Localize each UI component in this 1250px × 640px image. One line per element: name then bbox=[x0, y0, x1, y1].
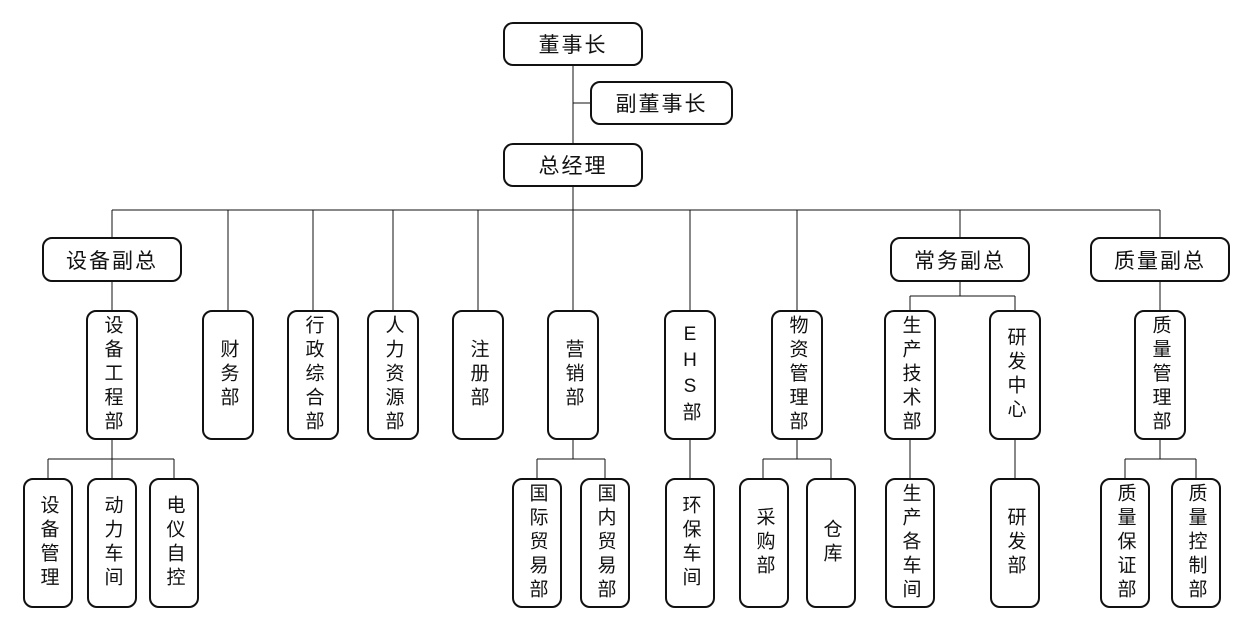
node-production-technology-dept: 生产技术部 bbox=[884, 310, 936, 440]
node-chairman: 董事长 bbox=[503, 22, 643, 66]
node-quality-management-dept: 质量管理部 bbox=[1134, 310, 1186, 440]
node-quality-control-dept: 质量控制部 bbox=[1171, 478, 1221, 608]
node-general-manager: 总经理 bbox=[503, 143, 643, 187]
node-finance-dept: 财务部 bbox=[202, 310, 254, 440]
node-procurement-dept: 采购部 bbox=[739, 478, 789, 608]
node-ehs-dept: EHS部 bbox=[664, 310, 716, 440]
node-human-resources-dept: 人力资源部 bbox=[367, 310, 419, 440]
node-equipment-management: 设备管理 bbox=[23, 478, 73, 608]
node-materials-management-dept: 物资管理部 bbox=[771, 310, 823, 440]
node-admin-comprehensive-dept: 行政综合部 bbox=[287, 310, 339, 440]
node-rd-dept: 研发部 bbox=[990, 478, 1040, 608]
node-executive-vp: 常务副总 bbox=[890, 237, 1030, 282]
node-environmental-workshop: 环保车间 bbox=[665, 478, 715, 608]
node-equipment-engineering: 设备工程部 bbox=[86, 310, 138, 440]
node-rd-center: 研发中心 bbox=[989, 310, 1041, 440]
node-electrical-instrument-auto: 电仪自控 bbox=[149, 478, 199, 608]
node-marketing-dept: 营销部 bbox=[547, 310, 599, 440]
node-equipment-vp: 设备副总 bbox=[42, 237, 182, 282]
node-domestic-trade-dept: 国内贸易部 bbox=[580, 478, 630, 608]
node-production-workshops: 生产各车间 bbox=[885, 478, 935, 608]
node-warehouse: 仓库 bbox=[806, 478, 856, 608]
node-power-workshop: 动力车间 bbox=[87, 478, 137, 608]
node-vice-chairman: 副董事长 bbox=[590, 81, 733, 125]
node-quality-assurance-dept: 质量保证部 bbox=[1100, 478, 1150, 608]
node-registration-dept: 注册部 bbox=[452, 310, 504, 440]
node-international-trade-dept: 国际贸易部 bbox=[512, 478, 562, 608]
node-quality-vp: 质量副总 bbox=[1090, 237, 1230, 282]
